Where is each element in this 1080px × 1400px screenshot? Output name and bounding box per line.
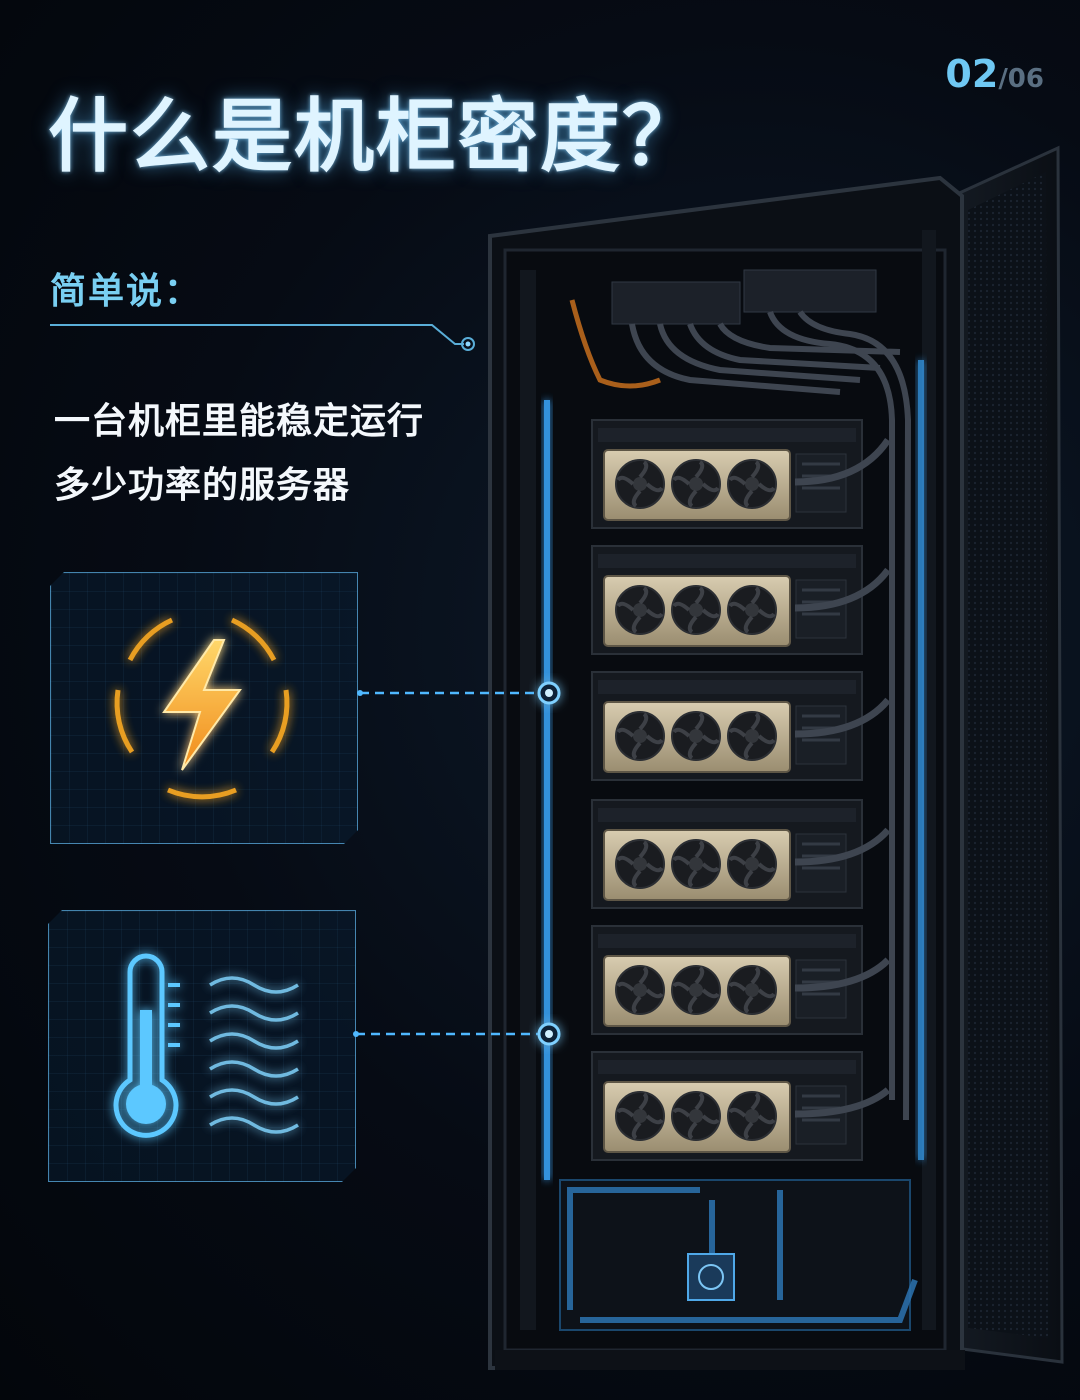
description-line-1: 一台机柜里能稳定运行 [54, 401, 425, 442]
intro-description: 一台机柜里能稳定运行 多少功率的服务器 [54, 390, 424, 518]
heat-waves-icon [209, 976, 299, 1134]
description-line-2: 多少功率的服务器 [54, 465, 351, 506]
thermometer-icon [113, 953, 180, 1138]
power-connector-line [357, 681, 561, 705]
page-title: 什么是机柜密度？ [48, 90, 704, 183]
page-current: 02 [945, 52, 999, 96]
page-total: /06 [998, 64, 1044, 94]
intro-subtitle: 简单说： [50, 271, 203, 312]
page-indicator: 02/06 [945, 52, 1044, 96]
subtitle-divider [50, 324, 475, 351]
cooling-connector-line [353, 1022, 561, 1046]
cooling-panel [48, 910, 356, 1182]
lightning-bolt-icon [114, 617, 290, 800]
